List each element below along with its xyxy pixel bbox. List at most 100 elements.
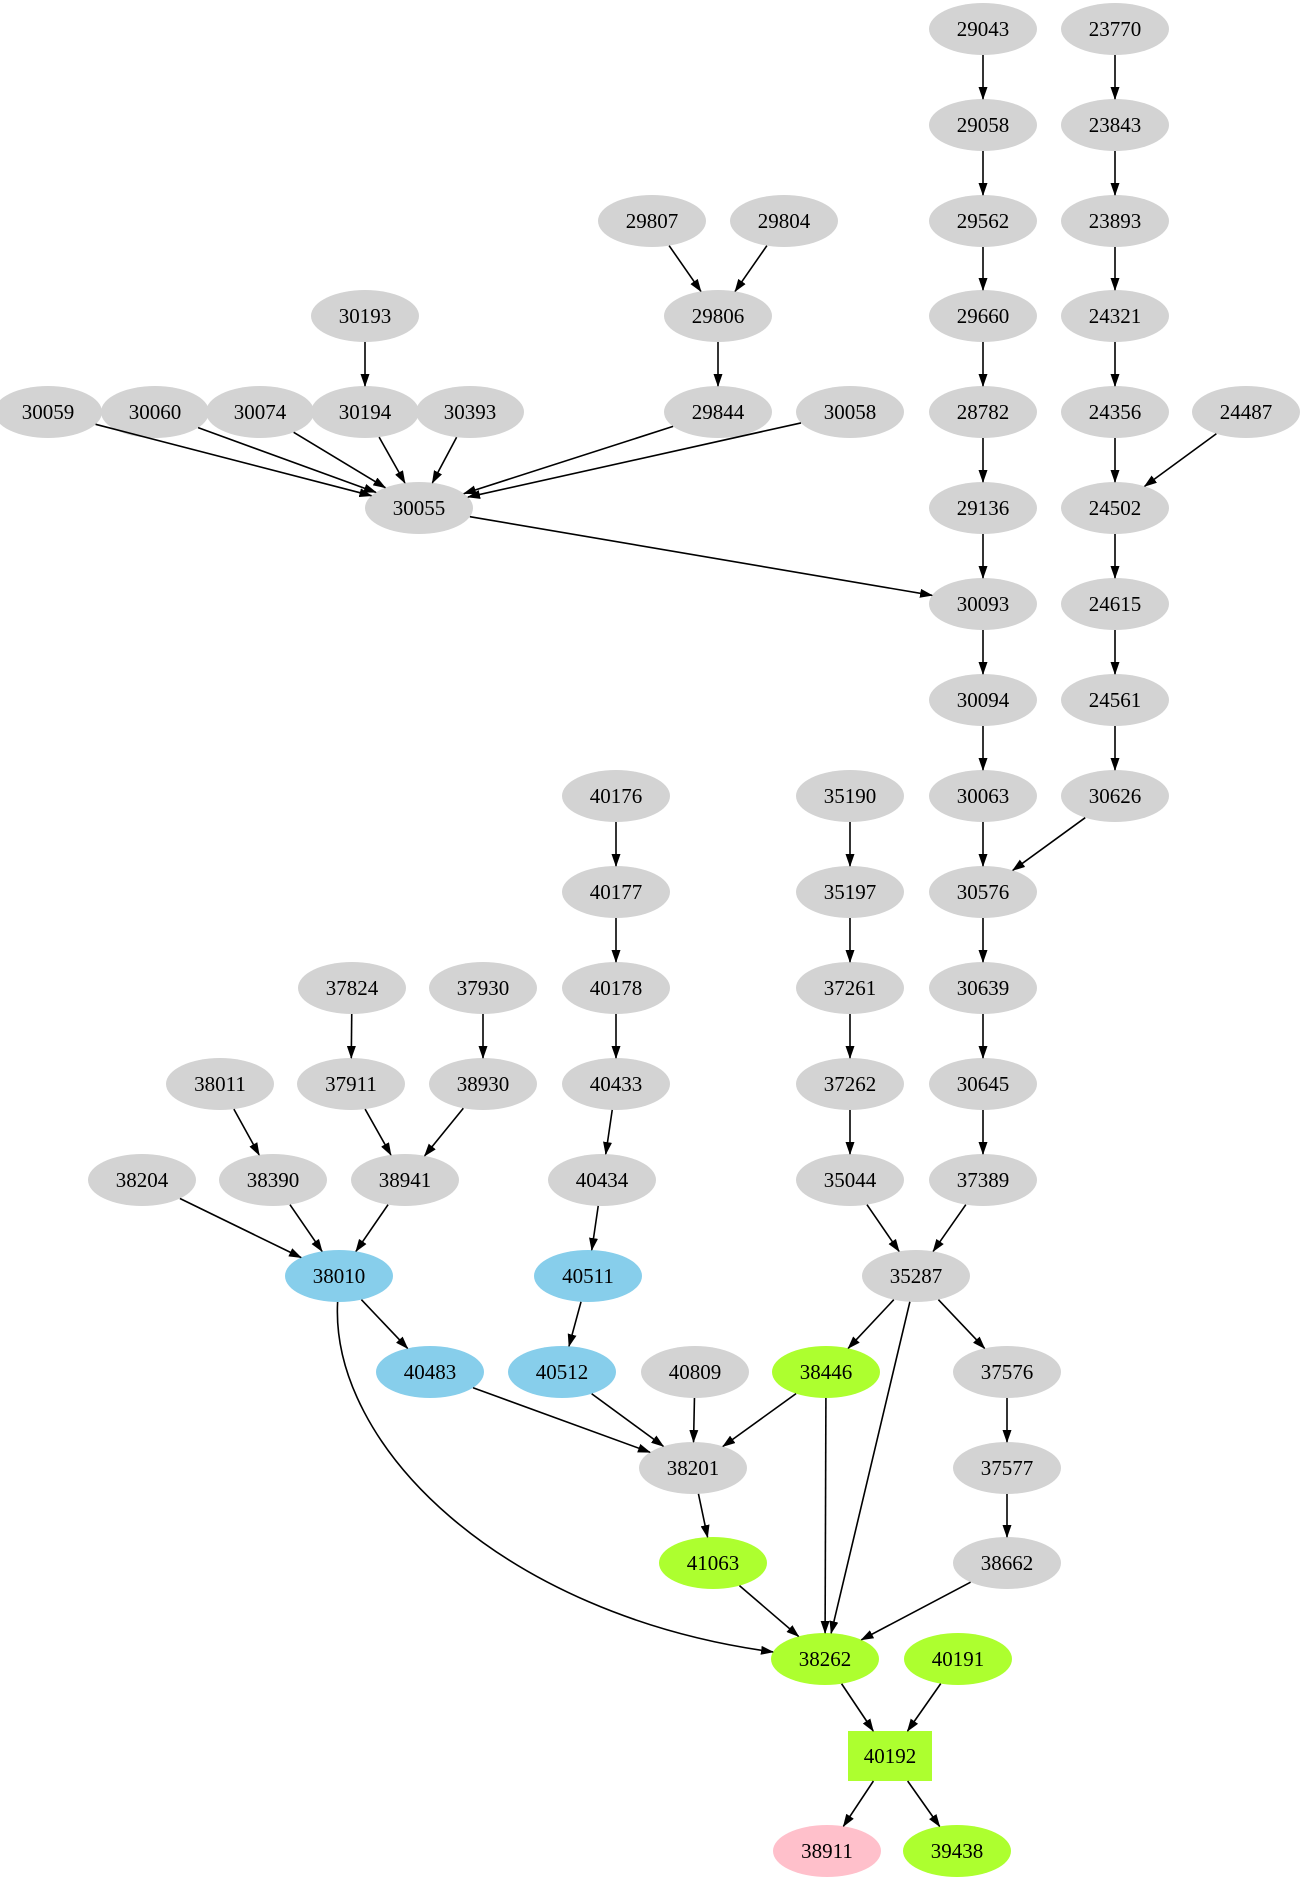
node-37261: 37261 <box>796 962 904 1014</box>
node-40191: 40191 <box>904 1633 1012 1685</box>
node-label: 30059 <box>22 400 75 424</box>
node-40512: 40512 <box>508 1346 616 1398</box>
node-37576: 37576 <box>953 1346 1061 1398</box>
node-38446: 38446 <box>772 1346 880 1398</box>
node-40511: 40511 <box>534 1250 642 1302</box>
node-label: 38011 <box>194 1072 246 1096</box>
node-shape <box>1061 99 1169 151</box>
edge-38011-38390 <box>233 1108 260 1156</box>
node-shape <box>1061 770 1169 822</box>
node-30060: 30060 <box>101 386 209 438</box>
node-label: 30193 <box>339 304 392 328</box>
node-label: 24561 <box>1089 688 1142 712</box>
edge-30055-30093 <box>469 515 934 598</box>
edge-38446-38201 <box>722 1392 797 1448</box>
node-shape <box>562 770 670 822</box>
node-29844: 29844 <box>664 386 772 438</box>
node-shape <box>285 1250 393 1302</box>
node-label: 37930 <box>457 976 510 1000</box>
node-shape <box>929 195 1037 247</box>
node-label: 40178 <box>590 976 643 1000</box>
node-label: 29058 <box>957 113 1010 137</box>
node-label: 30194 <box>339 400 392 424</box>
node-shape <box>351 1154 459 1206</box>
node-label: 30074 <box>234 400 287 424</box>
edge-30074-30055 <box>293 431 387 489</box>
node-shape <box>929 1058 1037 1110</box>
edge-40512-38201 <box>591 1393 665 1447</box>
node-label: 30639 <box>957 976 1010 1000</box>
node-label: 38010 <box>313 1264 366 1288</box>
node-label: 39438 <box>931 1839 984 1863</box>
node-shape <box>0 386 102 438</box>
edge-30060-30055 <box>197 426 377 494</box>
node-40483: 40483 <box>376 1346 484 1398</box>
edge-38390-38010 <box>289 1204 323 1253</box>
node-30194: 30194 <box>311 386 419 438</box>
edge-30059-30055 <box>95 423 373 498</box>
node-shape <box>796 962 904 1014</box>
edge-41063-38262 <box>738 1585 800 1637</box>
node-shape <box>773 1825 881 1877</box>
edge-29804-29806 <box>734 245 768 293</box>
node-shape <box>365 482 473 534</box>
node-shape <box>534 1250 642 1302</box>
node-41063: 41063 <box>659 1537 767 1589</box>
node-29807: 29807 <box>598 195 706 247</box>
edge-35044-35287 <box>866 1204 900 1253</box>
node-24321: 24321 <box>1061 290 1169 342</box>
node-shape <box>862 1250 970 1302</box>
node-label: 40511 <box>562 1264 614 1288</box>
node-label: 40192 <box>864 1744 917 1768</box>
node-shape <box>311 290 419 342</box>
node-shape <box>1061 290 1169 342</box>
node-30193: 30193 <box>311 290 419 342</box>
edge-35287-38446 <box>847 1299 895 1350</box>
node-30059: 30059 <box>0 386 102 438</box>
node-23770: 23770 <box>1061 3 1169 55</box>
node-label: 30645 <box>957 1072 1010 1096</box>
node-35044: 35044 <box>796 1154 904 1206</box>
node-label: 40434 <box>576 1168 629 1192</box>
edge-30393-30055 <box>431 436 458 484</box>
node-38930: 38930 <box>429 1058 537 1110</box>
node-shape <box>796 1058 904 1110</box>
node-shape <box>929 290 1037 342</box>
node-label: 30060 <box>129 400 182 424</box>
node-shape <box>508 1346 616 1398</box>
node-40433: 40433 <box>562 1058 670 1110</box>
node-shape <box>929 578 1037 630</box>
node-label: 29844 <box>692 400 745 424</box>
node-shape <box>311 386 419 438</box>
node-shape <box>848 1731 932 1781</box>
node-shape <box>904 1633 1012 1685</box>
node-30626: 30626 <box>1061 770 1169 822</box>
node-label: 29043 <box>957 17 1010 41</box>
node-35287: 35287 <box>862 1250 970 1302</box>
edge-38201-41063 <box>697 1493 710 1539</box>
node-38010: 38010 <box>285 1250 393 1302</box>
node-30639: 30639 <box>929 962 1037 1014</box>
node-shape <box>772 1346 880 1398</box>
node-24615: 24615 <box>1061 578 1169 630</box>
edge-24487-24502 <box>1143 433 1217 487</box>
node-label: 30576 <box>957 880 1010 904</box>
node-shape <box>562 1058 670 1110</box>
edge-40434-40511 <box>589 1205 600 1252</box>
node-24561: 24561 <box>1061 674 1169 726</box>
edge-40433-40434 <box>603 1109 614 1156</box>
node-label: 37911 <box>325 1072 377 1096</box>
node-shape <box>1192 386 1300 438</box>
node-shape <box>1061 386 1169 438</box>
node-label: 35190 <box>824 784 877 808</box>
node-label: 23770 <box>1089 17 1142 41</box>
node-shape <box>297 1058 405 1110</box>
node-label: 24356 <box>1089 400 1142 424</box>
node-37262: 37262 <box>796 1058 904 1110</box>
node-35190: 35190 <box>796 770 904 822</box>
node-37824: 37824 <box>298 962 406 1014</box>
node-30063: 30063 <box>929 770 1037 822</box>
edge-30058-30055 <box>467 422 802 499</box>
node-label: 30093 <box>957 592 1010 616</box>
